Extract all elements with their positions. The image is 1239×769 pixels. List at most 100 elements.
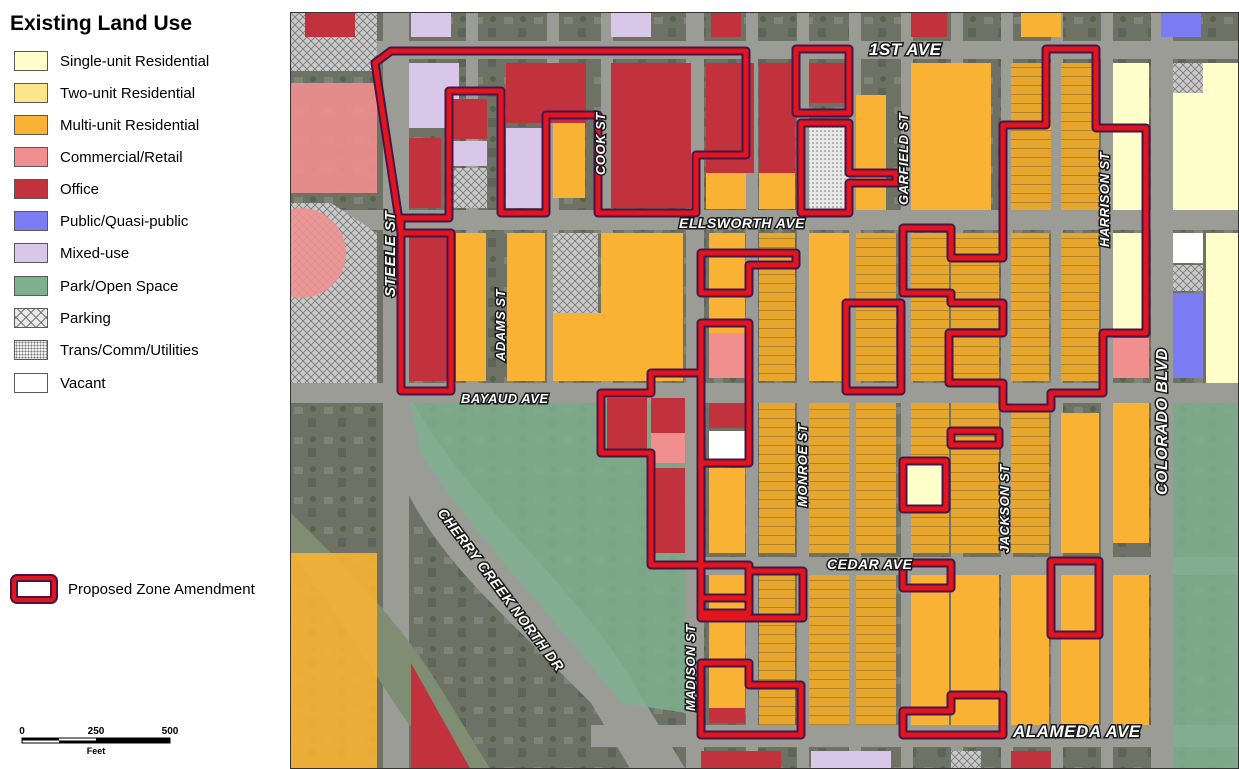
parcel-parking [1173, 265, 1203, 291]
swatch-two-unit [14, 83, 48, 103]
legend-label: Parking [60, 309, 111, 327]
legend-title: Existing Land Use [10, 12, 193, 35]
legend-label: Office [60, 180, 99, 198]
parcel-multi-unit [291, 553, 377, 768]
parcel-multi-unit [1113, 403, 1149, 543]
parcel-office [409, 138, 441, 208]
parcel-office [651, 398, 685, 433]
parcel-mixed-use [411, 13, 451, 37]
parcel-multi-unit [1061, 413, 1099, 553]
parcel-office [809, 63, 849, 103]
legend-item-utilities: Trans/Comm/Utilities [14, 339, 199, 361]
parcel-mixed-use [611, 13, 651, 37]
parcel-multi-unit [951, 403, 999, 553]
label-madison-st: MADISON ST [683, 624, 698, 711]
swatch-utilities [14, 340, 48, 360]
parcel-parking [951, 751, 981, 768]
parcel-multi-unit [809, 403, 849, 553]
parcel-multi-unit [759, 173, 795, 209]
parcel-public [1173, 293, 1203, 378]
swatch-mixed-use [14, 243, 48, 263]
legend-item-park: Park/Open Space [14, 275, 178, 297]
parcel-multi-unit [507, 233, 545, 381]
legend-label: Public/Quasi-public [60, 212, 189, 230]
parcel-multi-unit [1061, 233, 1099, 381]
legend-item-mixed-use: Mixed-use [14, 242, 129, 264]
land-use-map[interactable]: 1ST AVE ELLSWORTH AVE BAYAUD AVE CEDAR A… [290, 12, 1239, 769]
map-canvas: 1ST AVE ELLSWORTH AVE BAYAUD AVE CEDAR A… [291, 13, 1238, 768]
parcel-parking [553, 233, 598, 313]
legend-label: Multi-unit Residential [60, 116, 200, 134]
parcel-commercial [709, 333, 745, 378]
legend-label: Two-unit Residential [60, 84, 196, 102]
parcel-multi-unit [809, 575, 849, 725]
parcel-office [759, 63, 795, 173]
legend-label: Mixed-use [60, 244, 130, 262]
parcel-mixed-use [451, 141, 487, 166]
label-ellsworth-ave: ELLSWORTH AVE [679, 215, 805, 231]
parcel-office [451, 99, 487, 139]
parcel-multi-unit [709, 468, 745, 553]
scale-tick-0: 0 [19, 726, 25, 737]
scale-tick-500: 500 [162, 726, 179, 737]
label-1st-ave: 1ST AVE [869, 40, 942, 59]
parcel-multi-unit [856, 95, 886, 210]
parcel-park [1173, 403, 1238, 768]
scale-unit: Feet [87, 746, 106, 756]
label-colorado-blvd: COLORADO BLVD [1154, 348, 1171, 495]
swatch-multi-unit [14, 115, 48, 135]
parcel-commercial [291, 208, 346, 298]
proposed-zone-amendment [370, 44, 1151, 740]
label-garfield-st: GARFIELD ST [896, 112, 911, 205]
parcel-utilities [809, 125, 849, 210]
parcel-multi-unit [911, 63, 991, 210]
parcel-park [411, 403, 686, 713]
parcel-mixed-use [506, 128, 546, 208]
parcel-multi-unit [706, 173, 746, 209]
legend-item-zone-amendment: Proposed Zone Amendment [12, 576, 255, 602]
parcel-office [711, 13, 741, 37]
label-alameda-ave: ALAMEDA AVE [1012, 722, 1141, 741]
legend-label: Trans/Comm/Utilities [60, 341, 199, 359]
legend-label: Park/Open Space [60, 277, 179, 295]
label-bayaud-ave: BAYAUD AVE [461, 391, 549, 406]
parcel-office [709, 708, 745, 723]
parcel-multi-unit [553, 123, 585, 198]
swatch-park [14, 276, 48, 296]
scale-tick-250: 250 [88, 726, 105, 737]
legend-item-vacant: Vacant [14, 372, 106, 394]
parcel-commercial [291, 83, 377, 193]
parcel-office [305, 13, 355, 37]
parcel-multi-unit [1113, 575, 1149, 725]
swatch-public [14, 211, 48, 231]
label-steele-st: STEELE ST [382, 209, 399, 297]
parcel-office [651, 468, 685, 553]
swatch-commercial [14, 147, 48, 167]
parcel-office [1011, 751, 1051, 768]
parcel-multi-unit [759, 403, 795, 553]
swatch-zone-amendment [12, 576, 56, 602]
legend-label: Proposed Zone Amendment [68, 580, 255, 598]
label-adams-st: ADAMS ST [493, 289, 508, 362]
legend-item-multi-unit: Multi-unit Residential [14, 114, 199, 136]
label-cook-st: COOK ST [593, 112, 608, 175]
legend-item-office: Office [14, 178, 99, 200]
parcel-single-unit [903, 463, 943, 505]
parcel-commercial [1113, 338, 1149, 378]
parcel-parking [451, 168, 487, 208]
legend-label: Vacant [60, 374, 106, 392]
parcel-multi-unit [856, 575, 896, 725]
parcel-public [1161, 13, 1201, 37]
scale-bar: 0 250 500 Feet [19, 726, 179, 756]
label-cedar-ave: CEDAR AVE [827, 556, 913, 572]
swatch-office [14, 179, 48, 199]
legend-label: Commercial/Retail [60, 148, 183, 166]
parcel-office [409, 233, 449, 381]
swatch-vacant [14, 373, 48, 393]
parcel-multi-unit [709, 233, 745, 333]
label-jackson-st: JACKSON ST [997, 464, 1012, 553]
legend-item-parking: Parking [14, 307, 111, 329]
parcel-multi-unit [1011, 233, 1049, 381]
legend-item-public: Public/Quasi-public [14, 210, 188, 232]
legend-item-two-unit: Two-unit Residential [14, 82, 195, 104]
